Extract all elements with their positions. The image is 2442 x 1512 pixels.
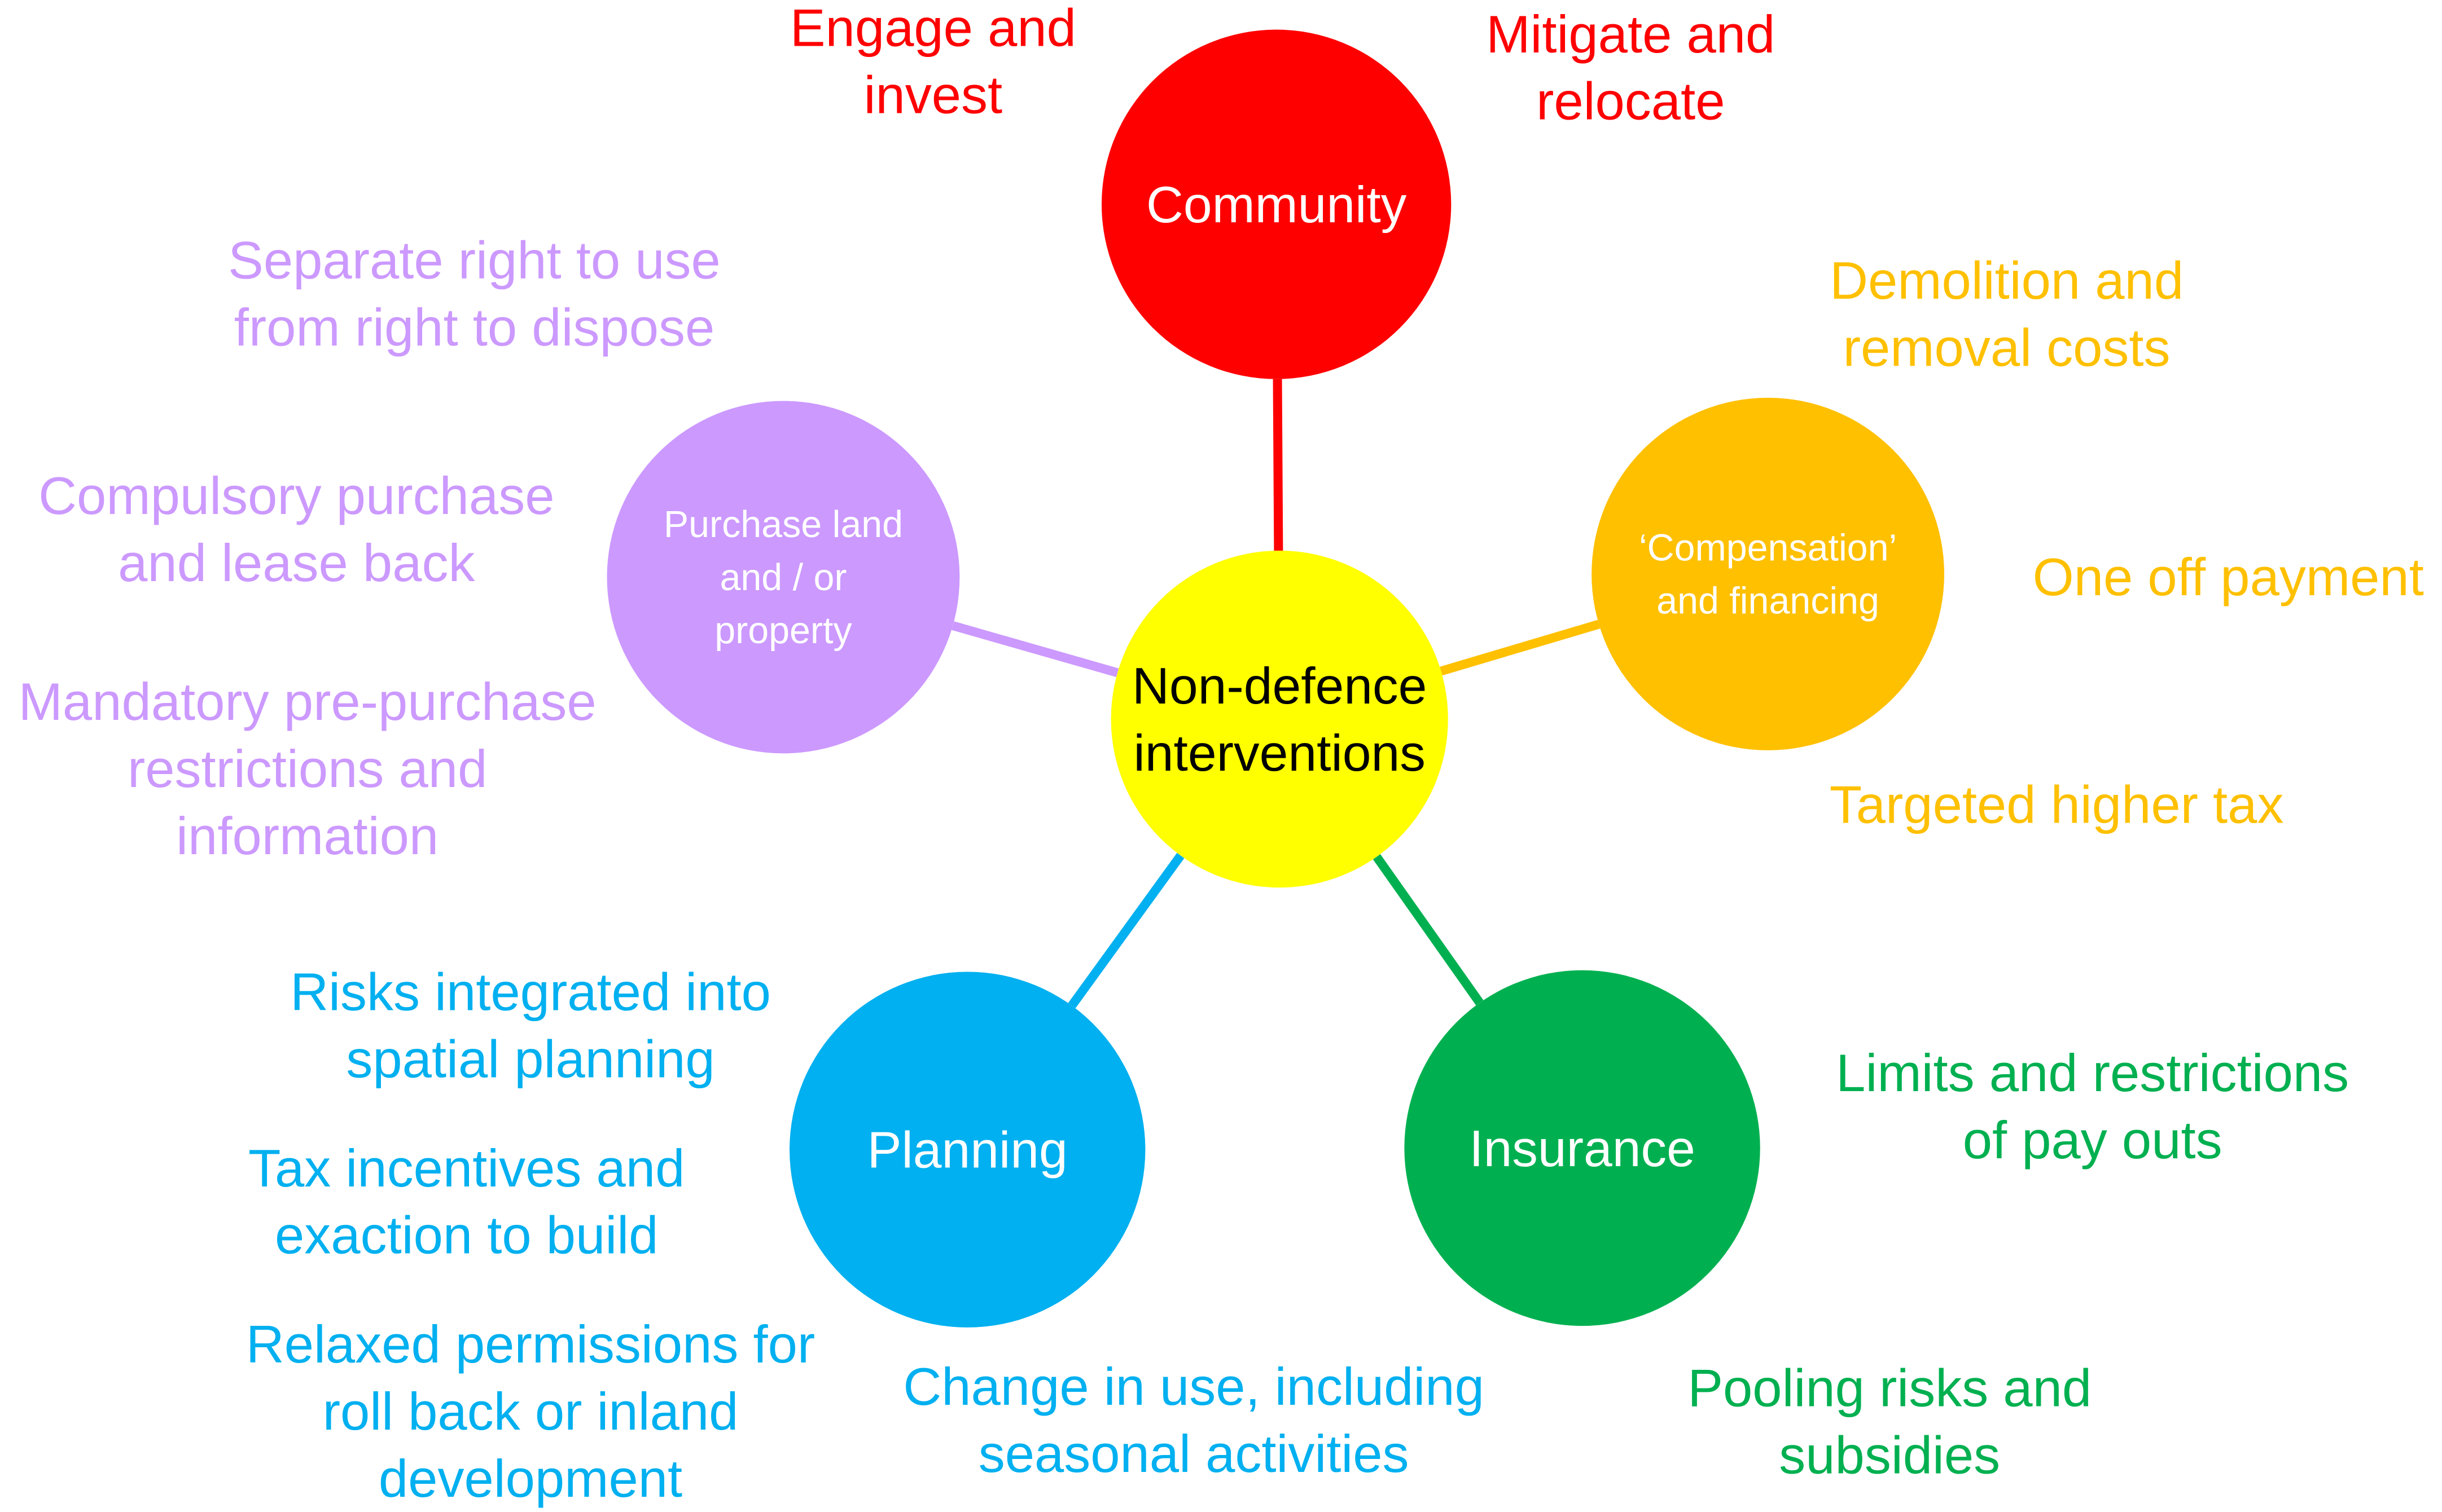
purchase-annotation-line: Compulsory purchase bbox=[38, 466, 554, 525]
node-center: Non-defence interventions bbox=[1111, 550, 1448, 888]
edge-center-to-purchase bbox=[952, 621, 1119, 678]
node-community-label: Community bbox=[1146, 176, 1407, 234]
node-community: Community bbox=[1101, 29, 1452, 379]
compensation-annotation-line: One off payment bbox=[2033, 547, 2424, 606]
insurance-annotation: Limits and restrictions of pay outs bbox=[1836, 1043, 2349, 1170]
planning-annotation: Change in use, including seasonal activit… bbox=[903, 1357, 1484, 1483]
node-compensation-label: ‘Compensation’ bbox=[1639, 528, 1897, 569]
node-community-circle bbox=[1101, 29, 1452, 379]
purchase-annotation-line: Mandatory pre-purchase bbox=[19, 672, 597, 731]
purchase-annotation-line: information bbox=[176, 806, 439, 865]
node-purchase-label: property bbox=[714, 610, 852, 652]
planning-annotation-line: Risks integrated into bbox=[290, 962, 771, 1021]
community-annotation: Mitigate and relocate bbox=[1486, 5, 1775, 131]
node-compensation-circle bbox=[1592, 398, 1945, 750]
planning-annotation-line: seasonal activities bbox=[979, 1424, 1409, 1483]
planning-annotation-line: Change in use, including bbox=[903, 1357, 1484, 1416]
diagram-annotations: Engage and invest Mitigate and relocateDemo… bbox=[19, 0, 2424, 1508]
insurance-annotation-line: Pooling risks and bbox=[1687, 1359, 2092, 1418]
edge-center-to-community bbox=[1273, 379, 1283, 551]
planning-annotation-line: exaction to build bbox=[275, 1206, 658, 1265]
planning-annotation-line: development bbox=[379, 1449, 682, 1508]
insurance-annotation-line: Limits and restrictions bbox=[1836, 1043, 2349, 1102]
node-center-circle bbox=[1111, 550, 1448, 888]
insurance-annotation-line: subsidies bbox=[1779, 1426, 2000, 1485]
compensation-annotation-line: Demolition and bbox=[1830, 251, 2184, 310]
planning-annotation: Risks integrated into spatial planning bbox=[290, 962, 771, 1088]
node-purchase: Purchase land and / or property bbox=[607, 401, 960, 754]
node-planning: Planning bbox=[790, 972, 1146, 1328]
purchase-annotation-line: Separate right to use bbox=[228, 231, 721, 290]
compensation-annotation: One off payment bbox=[2033, 547, 2424, 606]
diagram-nodes: Non-defence interventions Community ‘Compen… bbox=[607, 29, 1945, 1328]
node-planning-label: Planning bbox=[867, 1122, 1068, 1179]
insurance-annotation-line: of pay outs bbox=[1963, 1110, 2222, 1170]
node-center-label: Non-defence bbox=[1132, 657, 1427, 715]
node-purchase-circle bbox=[607, 401, 960, 754]
node-insurance: Insurance bbox=[1404, 970, 1760, 1326]
diagram-edges bbox=[952, 379, 1601, 1009]
planning-annotation: Relaxed permissions for roll back or inla… bbox=[246, 1315, 815, 1508]
node-center-label: interventions bbox=[1134, 724, 1426, 782]
edge-center-to-planning bbox=[1068, 852, 1185, 1009]
node-purchase-label: and / or bbox=[720, 557, 847, 599]
planning-annotation-line: Tax incentives and bbox=[248, 1139, 685, 1198]
community-annotation-line: invest bbox=[864, 65, 1003, 125]
node-insurance-label: Insurance bbox=[1469, 1120, 1695, 1177]
compensation-annotation-line: Targeted higher tax bbox=[1830, 775, 2284, 834]
community-annotation: Engage and invest bbox=[790, 0, 1076, 125]
node-insurance-circle bbox=[1404, 970, 1760, 1326]
node-planning-circle bbox=[790, 972, 1146, 1328]
node-compensation-label: and financing bbox=[1656, 581, 1879, 622]
node-compensation: ‘Compensation’ and financing bbox=[1592, 398, 1945, 750]
node-purchase-label: Purchase land bbox=[664, 504, 903, 546]
planning-annotation: Tax incentives and exaction to build bbox=[248, 1139, 685, 1265]
planning-annotation-line: spatial planning bbox=[346, 1029, 714, 1088]
edge-center-to-compensation bbox=[1440, 619, 1601, 676]
purchase-annotation: Separate right to use from right to dispo… bbox=[228, 231, 721, 357]
purchase-annotation-line: restrictions and bbox=[128, 739, 487, 798]
compensation-annotation: Targeted higher tax bbox=[1830, 775, 2284, 834]
purchase-annotation-line: and lease back bbox=[118, 533, 475, 592]
edge-center-to-insurance bbox=[1373, 854, 1484, 1005]
purchase-annotation-line: from right to dispose bbox=[234, 298, 715, 357]
purchase-annotation: Compulsory purchase and lease back bbox=[38, 466, 554, 592]
compensation-annotation: Demolition and removal costs bbox=[1830, 251, 2184, 377]
community-annotation-line: Engage and bbox=[790, 0, 1076, 58]
community-annotation-line: Mitigate and bbox=[1486, 5, 1775, 64]
planning-annotation-line: Relaxed permissions for bbox=[246, 1315, 815, 1374]
purchase-annotation: Mandatory pre-purchase restrictions and in… bbox=[19, 672, 597, 865]
compensation-annotation-line: removal costs bbox=[1843, 318, 2171, 377]
community-annotation-line: relocate bbox=[1536, 72, 1725, 131]
insurance-annotation: Pooling risks and subsidies bbox=[1687, 1359, 2092, 1485]
planning-annotation-line: roll back or inland bbox=[323, 1382, 739, 1441]
